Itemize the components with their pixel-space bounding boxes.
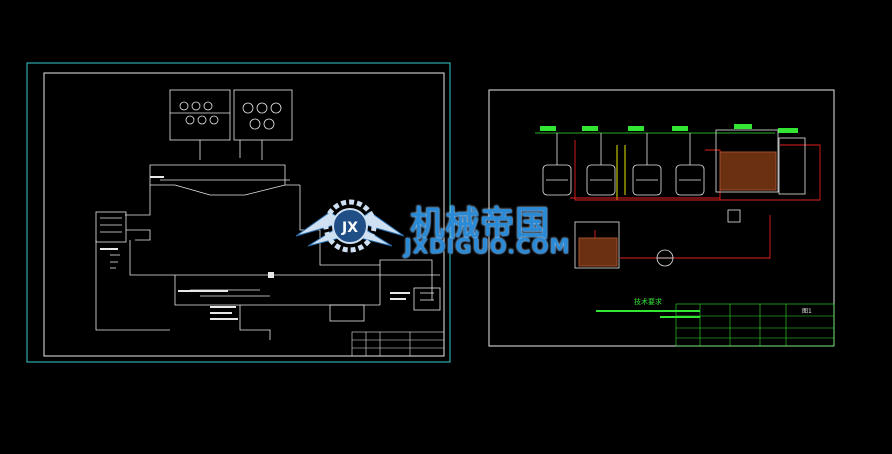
emblem-letters: JX (341, 220, 358, 236)
right-sheet-border (488, 89, 835, 347)
left-sheet-inner-border (43, 72, 445, 357)
title-block-drawing-name: 图1 (802, 308, 812, 315)
watermark-emblem: JX (295, 199, 405, 253)
left-sheet-outer-frame (26, 62, 451, 363)
right-lower-tank (574, 221, 620, 269)
right-top-labels (540, 124, 798, 133)
right-pump (656, 209, 741, 267)
left-top-tank-1 (169, 89, 231, 160)
right-hatched-tank (715, 129, 806, 195)
right-vessels (542, 133, 705, 196)
left-top-tank-2 (233, 89, 293, 160)
left-annotation-marks (100, 176, 410, 320)
right-title-block (675, 303, 835, 347)
watermark-url-text: JXDIGUO.COM (404, 234, 571, 258)
tech-requirements-lines (596, 310, 700, 318)
left-title-block (351, 331, 445, 357)
watermark-brand-text: 机械帝国 (410, 204, 550, 244)
right-drawing-sheet: 技术要求 图1 (488, 89, 835, 347)
right-yellow-pipes (616, 145, 626, 200)
left-drawing-sheet (26, 62, 451, 363)
left-process-lines (95, 164, 441, 340)
tech-requirements-title: 技术要求 (634, 297, 662, 306)
